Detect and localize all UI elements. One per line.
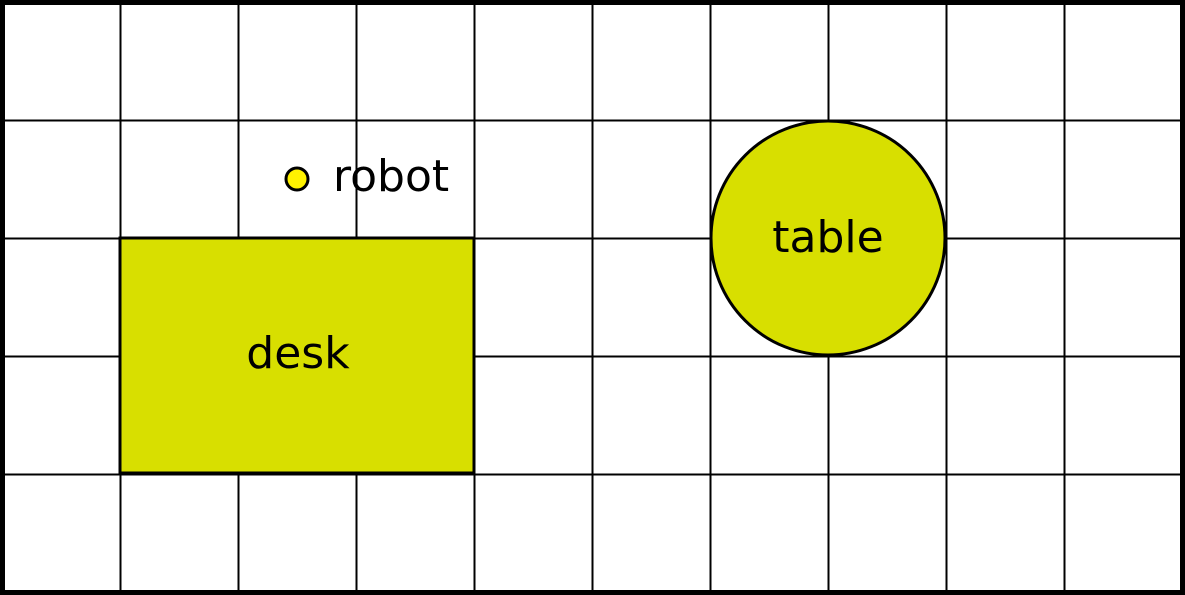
- desk-label: desk: [246, 328, 350, 379]
- desk-rect: [118, 236, 476, 475]
- table-label: table: [772, 212, 883, 263]
- robot-marker-icon: [284, 166, 310, 192]
- robot-group: robot: [284, 151, 449, 202]
- robot-label: robot: [333, 151, 449, 202]
- table-group: table: [709, 119, 947, 357]
- table-circle: [709, 119, 947, 357]
- desk-group: desk: [118, 236, 476, 475]
